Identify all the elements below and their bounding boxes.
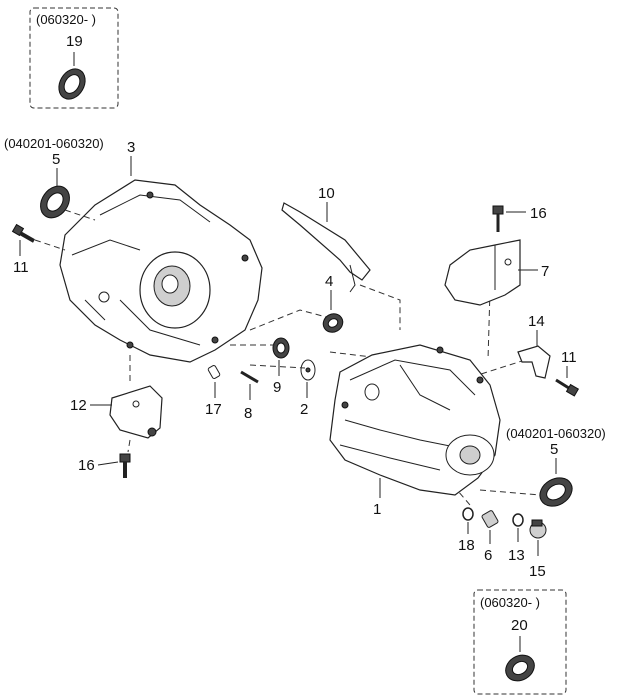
callout-1: 1 [373, 501, 381, 518]
washer-13 [512, 513, 524, 527]
callout-16-left: 16 [78, 457, 95, 474]
plug-15 [529, 519, 547, 539]
callout-8: 8 [244, 405, 252, 422]
callout-5-left: 5 [52, 151, 60, 168]
callout-7: 7 [541, 263, 549, 280]
clutch-housing-3 [59, 179, 263, 363]
shift-plate-10 [281, 202, 371, 293]
callout-19: 19 [66, 33, 83, 50]
washer-18 [462, 507, 474, 521]
bracket-7 [444, 239, 521, 306]
callout-10: 10 [318, 185, 335, 202]
transaxle-case-1 [329, 344, 501, 496]
oil-seal-5-right [539, 477, 573, 507]
callout-15: 15 [529, 563, 546, 580]
dowel-pin-17 [207, 365, 221, 379]
pin-8 [240, 370, 259, 384]
oil-seal-9 [272, 337, 290, 359]
bracket-12 [109, 385, 163, 439]
callout-11-left: 11 [13, 259, 29, 276]
date-code-left-seal: (040201-060320) [4, 136, 104, 151]
bracket-14 [517, 345, 551, 379]
callout-4: 4 [325, 273, 333, 290]
oil-seal-5-left [40, 185, 70, 219]
callout-11-right: 11 [561, 349, 577, 366]
bolt-16-left [119, 453, 131, 478]
oil-gutter-2 [300, 359, 316, 381]
bolt-11-right [555, 378, 580, 397]
oil-seal-19 [58, 68, 86, 100]
callout-9: 9 [273, 379, 281, 396]
callout-20: 20 [511, 617, 528, 634]
date-code-box-bottom: (060320- ) [480, 595, 540, 610]
callout-5-right: 5 [550, 441, 558, 458]
bolt-11-left [11, 223, 35, 243]
variant-box-top: (060320- ) 19 [29, 7, 119, 109]
callout-3: 3 [127, 139, 135, 156]
callout-18: 18 [458, 537, 475, 554]
callout-13: 13 [508, 547, 525, 564]
plug-6 [481, 510, 499, 528]
oil-seal-4 [322, 313, 344, 333]
variant-box-bottom: (060320- ) 20 [473, 589, 567, 695]
callout-17: 17 [205, 401, 222, 418]
callout-16-right: 16 [530, 205, 547, 222]
date-code-box-top: (060320- ) [36, 12, 96, 27]
oil-seal-20 [505, 654, 535, 682]
callout-2: 2 [300, 401, 308, 418]
callout-12: 12 [70, 397, 87, 414]
date-code-right-seal: (040201-060320) [506, 426, 606, 441]
callout-6: 6 [484, 547, 492, 564]
callout-14: 14 [528, 313, 545, 330]
bolt-16-right [492, 205, 504, 232]
